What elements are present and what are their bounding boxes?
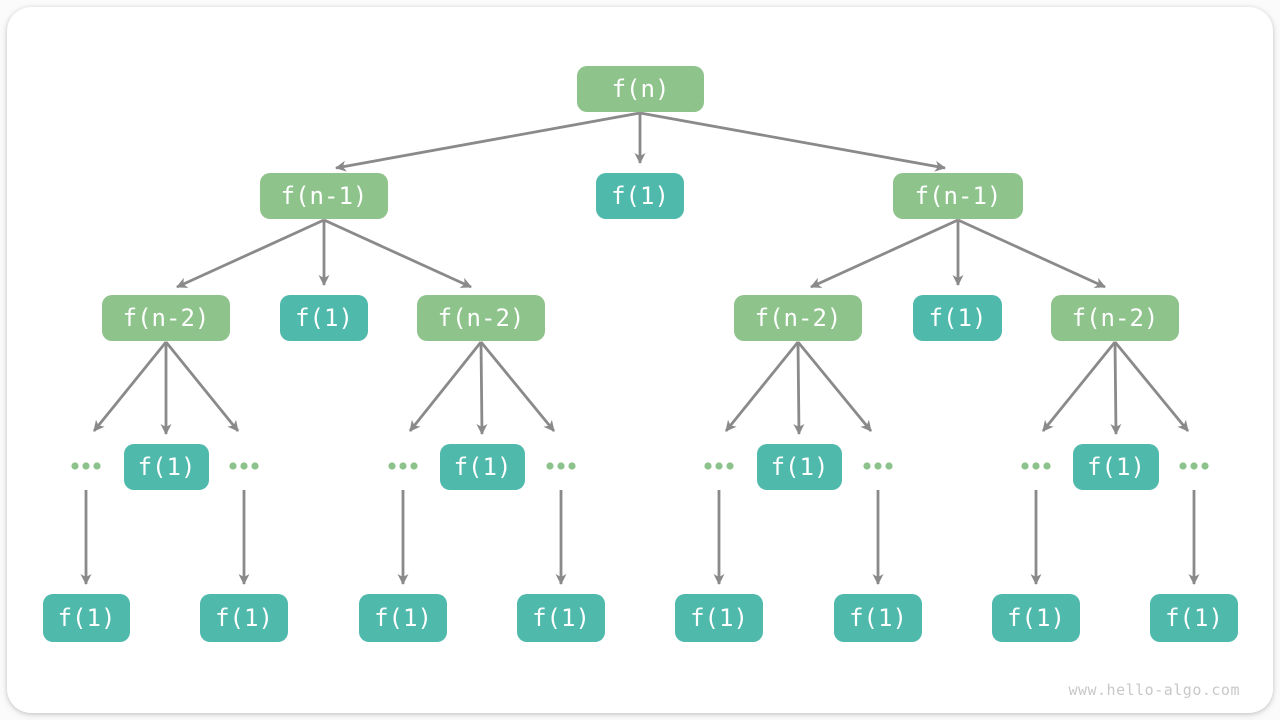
tree-node: f(1): [124, 444, 209, 490]
tree-node: f(n-1): [893, 173, 1023, 219]
tree-node: f(n-2): [102, 295, 230, 341]
ellipsis-icon: [704, 462, 734, 470]
ellipsis-icon: [71, 462, 101, 470]
ellipsis-icon: [388, 462, 418, 470]
arrow-edges: [80, 111, 1200, 585]
tree-node-leaf: f(1): [517, 594, 605, 642]
ellipsis-icon: [1021, 462, 1051, 470]
tree-node-leaf: f(1): [200, 594, 288, 642]
tree-node-leaf: f(1): [992, 594, 1080, 642]
tree-node: f(n-2): [417, 295, 545, 341]
tree-node: f(1): [440, 444, 525, 490]
tree-node: f(n-1): [260, 173, 388, 219]
tree-node-leaf: f(1): [359, 594, 447, 642]
ellipsis-dots: [71, 462, 1209, 470]
tree-node-leaf: f(1): [1150, 594, 1238, 642]
ellipsis-icon: [229, 462, 259, 470]
ellipsis-icon: [546, 462, 576, 470]
tree-node-leaf: f(1): [675, 594, 763, 642]
tree-node-root: f(n): [577, 66, 704, 112]
tree-node: f(1): [1073, 444, 1159, 490]
tree-node-leaf: f(1): [43, 594, 130, 642]
ellipsis-icon: [863, 462, 893, 470]
tree-node: f(1): [596, 173, 684, 219]
tree-node: f(n-2): [734, 295, 862, 341]
tree-node: f(1): [280, 295, 368, 341]
tree-node: f(1): [913, 295, 1002, 341]
tree-node: f(n-2): [1051, 295, 1179, 341]
ellipsis-icon: [1179, 462, 1209, 470]
tree-node: f(1): [757, 444, 842, 490]
tree-node-leaf: f(1): [834, 594, 922, 642]
watermark: www.hello-algo.com: [1068, 681, 1240, 699]
